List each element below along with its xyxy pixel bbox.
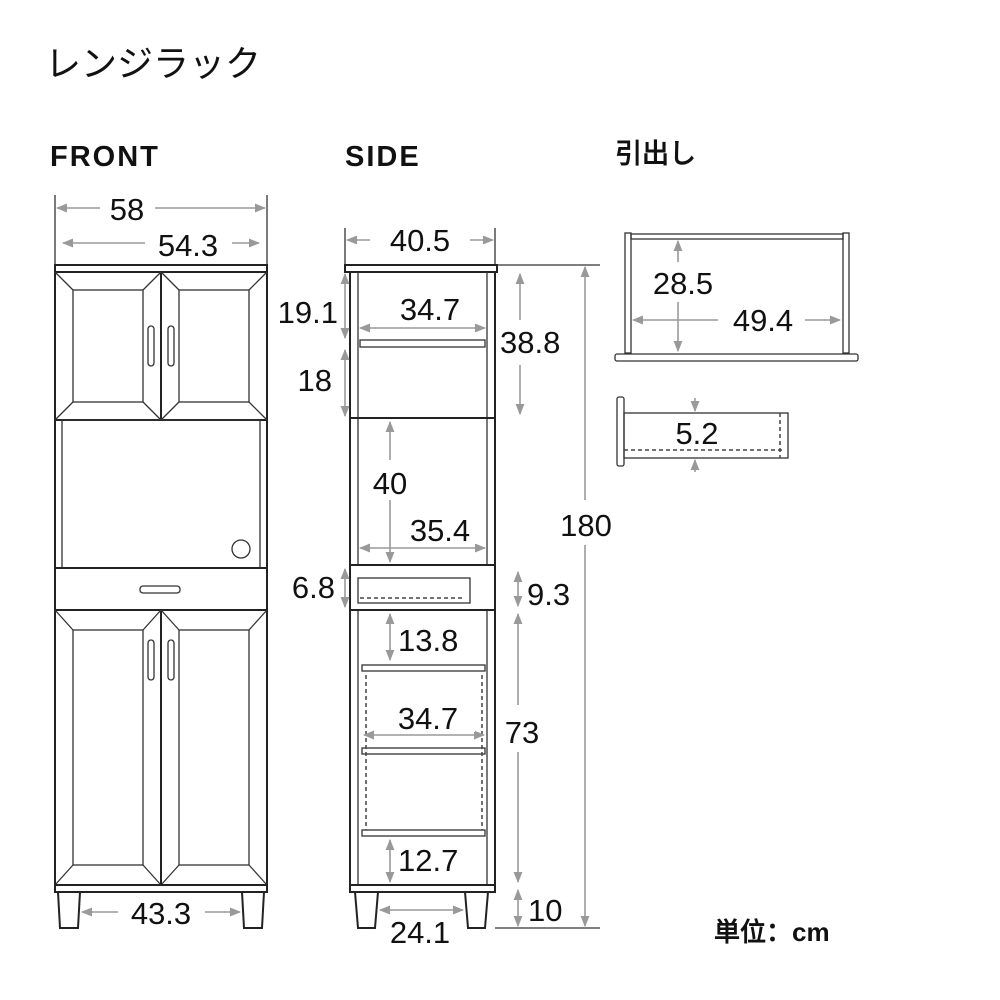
side-middle-height: 40 <box>373 466 407 501</box>
front-leg-gap: 43.3 <box>131 896 191 931</box>
upper-left-handle <box>147 325 155 367</box>
upper-right-handle <box>167 325 175 367</box>
drawer-width: 49.4 <box>733 303 793 338</box>
side-lower-height: 73 <box>505 715 539 750</box>
side-front-leg <box>353 891 380 929</box>
side-lower-bottom-gap: 12.7 <box>398 843 458 878</box>
page-title: レンジラック <box>45 43 261 84</box>
side-drawer-height: 9.3 <box>527 577 570 612</box>
front-left-leg <box>56 891 82 929</box>
side-upper-height: 38.8 <box>500 325 560 360</box>
front-view: 58 54.3 43.3 <box>54 192 268 931</box>
side-back-leg <box>463 891 490 929</box>
unit-label: 単位：cm <box>714 917 830 947</box>
side-drawer-gap: 6.8 <box>292 570 335 605</box>
front-width-inner: 54.3 <box>158 228 218 263</box>
side-leg-gap: 24.1 <box>390 915 450 950</box>
drawer-height: 5.2 <box>675 416 718 451</box>
side-lower-top-gap: 13.8 <box>398 623 458 658</box>
side-upper-bottom-gap: 18 <box>298 363 332 398</box>
side-total-height: 180 <box>560 508 612 543</box>
front-heading: FRONT <box>50 141 160 173</box>
front-right-leg <box>240 891 266 929</box>
drawer-handle <box>139 585 181 594</box>
side-lower-shelf-depth: 34.7 <box>398 701 458 736</box>
side-upper-shelf-depth: 34.7 <box>400 292 460 327</box>
side-depth: 40.5 <box>390 223 450 258</box>
side-heading: SIDE <box>345 141 421 173</box>
drawer-view: 28.5 49.4 5.2 <box>614 232 859 472</box>
drawer-heading: 引出し <box>615 139 696 169</box>
side-view: 40.5 19.1 18 34.7 38.8 40 35.4 6.8 9.3 1… <box>278 223 612 950</box>
side-leg-height: 10 <box>528 893 562 928</box>
vent-hole <box>231 539 251 559</box>
front-width-outer: 58 <box>110 192 144 227</box>
side-middle-depth: 35.4 <box>410 513 470 548</box>
side-upper-top-gap: 19.1 <box>278 295 338 330</box>
drawer-depth: 28.5 <box>653 266 713 301</box>
